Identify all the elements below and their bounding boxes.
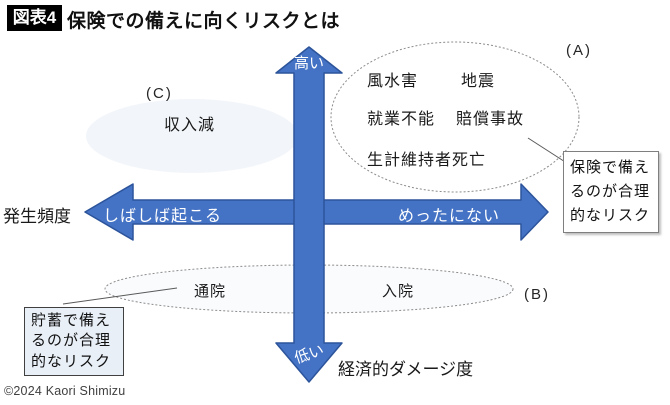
group-a-ellipse (330, 41, 580, 193)
savings-callout-box: 貯蓄で備え るのが合理 的なリスク (24, 307, 124, 376)
axis-label-rare: めったにない (398, 208, 501, 225)
group-b-tag: (B) (524, 286, 550, 303)
risk-item-liability: 賠償事故 (456, 111, 525, 128)
axis-name-frequency: 発生頻度 (3, 207, 71, 226)
risk-item-earthquake: 地震 (461, 73, 496, 90)
figure-number-badge: 図表4 (7, 5, 62, 31)
risk-item-breadwinner-death: 生計維持者死亡 (367, 152, 487, 169)
figure-title: 保険での備えに向くリスクとは (67, 11, 341, 32)
group-a-tag: (A) (566, 42, 592, 59)
risk-item-outpatient: 通院 (194, 283, 227, 300)
risk-item-windflood: 風水害 (367, 73, 419, 90)
vertical-axis-arrow (275, 46, 343, 383)
axis-name-damage: 経済的ダメージ度 (338, 360, 474, 379)
leader-line-savings (62, 287, 178, 305)
insurance-callout-box: 保険で備え るのが合理 的なリスク (563, 151, 659, 233)
group-c-ellipse (86, 99, 298, 173)
axis-label-often: しばしば起こる (103, 208, 223, 225)
axis-label-high: 高い (293, 55, 324, 72)
risk-item-disability: 就業不能 (367, 111, 436, 128)
copyright-note: ©2024 Kaori Shimizu (4, 384, 126, 398)
group-c-tag: (C) (146, 85, 173, 102)
risk-item-hospitalization: 入院 (382, 283, 415, 300)
risk-item-income-drop: 収入減 (164, 117, 216, 134)
